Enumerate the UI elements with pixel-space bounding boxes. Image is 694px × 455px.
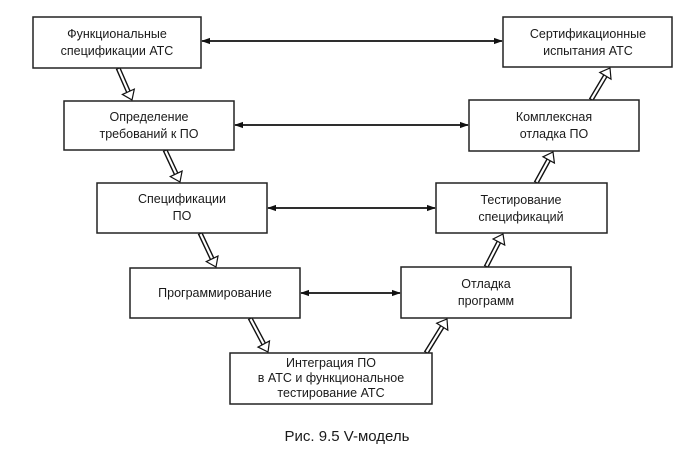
box-certification-tests: Сертификационные испытания АТС [502, 16, 673, 68]
figure-caption: Рис. 9.5 V-модель [285, 428, 410, 445]
flow-func-spec-to-requirements-head [121, 88, 136, 101]
flow-software-specs-to-programming-head [204, 255, 219, 268]
box-integration-testing: Интеграция ПО в АТС и функциональное тес… [229, 352, 433, 405]
flow-programming-to-integration-inner [249, 318, 266, 347]
flow-integration-to-program-debugging-head [435, 318, 449, 332]
flow-programming-to-integration-head [256, 339, 271, 353]
flow-complex-debugging-to-certification-head [598, 67, 612, 81]
connectors-group [115, 37, 612, 355]
box-program-debugging: Отладка программ [400, 266, 572, 319]
flow-complex-debugging-to-certification [588, 67, 612, 102]
box-functional-specs-ats-line1: Функциональные [67, 27, 167, 41]
box-certification-tests-line2: испытания АТС [543, 44, 633, 58]
box-requirements-definition-line2: требований к ПО [99, 127, 198, 141]
box-spec-testing: Тестирование спецификаций [435, 182, 608, 234]
flow-software-specs-to-programming-inner [199, 233, 215, 262]
flow-spec-testing-to-complex-debugging [533, 151, 556, 185]
box-complex-debugging: Комплексная отладка ПО [468, 99, 640, 152]
box-functional-specs-ats-line2: спецификации АТС [61, 44, 174, 58]
box-program-debugging-line2: программ [458, 294, 514, 308]
flow-software-specs-to-programming [197, 231, 219, 268]
box-complex-debugging-line2: отладка ПО [520, 127, 589, 141]
box-software-specs: Спецификации ПО [96, 182, 268, 234]
box-spec-testing-line1: Тестирование [480, 193, 561, 207]
box-requirements-definition: Определение требований к ПО [63, 100, 235, 151]
box-certification-tests-line1: Сертификационные [530, 27, 646, 41]
flow-requirements-to-software-specs-inner [164, 150, 179, 177]
stage-boxes-group: Функциональные спецификации АТС Определе… [32, 16, 673, 405]
box-functional-specs-ats: Функциональные спецификации АТС [32, 16, 202, 69]
flow-requirements-to-software-specs-head [168, 170, 183, 183]
flow-spec-testing-to-complex-debugging-inner [535, 157, 551, 183]
box-integration-testing-line2: в АТС и функциональное [258, 371, 404, 385]
box-integration-testing-line3: тестирование АТС [277, 386, 384, 400]
box-programming: Программирование [129, 267, 301, 319]
flow-func-spec-to-requirements-inner [117, 68, 131, 95]
flow-integration-to-program-debugging [423, 318, 449, 355]
flow-program-debugging-to-spec-testing-head [491, 233, 506, 247]
flow-programming-to-integration [247, 316, 271, 353]
flow-program-debugging-to-spec-testing [483, 233, 506, 269]
box-program-debugging-line1: Отладка [461, 277, 510, 291]
flow-complex-debugging-to-certification-inner [590, 73, 608, 100]
box-software-specs-line2: ПО [173, 209, 192, 223]
box-complex-debugging-line1: Комплексная [516, 110, 592, 124]
flow-spec-testing-to-complex-debugging-head [541, 151, 556, 165]
flow-requirements-to-software-specs [162, 148, 183, 183]
flow-func-spec-to-requirements [115, 66, 136, 101]
box-programming-line1: Программирование [158, 286, 272, 300]
box-software-specs-line1: Спецификации [138, 192, 226, 206]
flow-integration-to-program-debugging-inner [425, 324, 445, 353]
box-requirements-definition-line1: Определение [109, 110, 188, 124]
box-integration-testing-line1: Интеграция ПО [286, 356, 376, 370]
flow-program-debugging-to-spec-testing-inner [485, 239, 501, 267]
box-spec-testing-line2: спецификаций [478, 210, 563, 224]
